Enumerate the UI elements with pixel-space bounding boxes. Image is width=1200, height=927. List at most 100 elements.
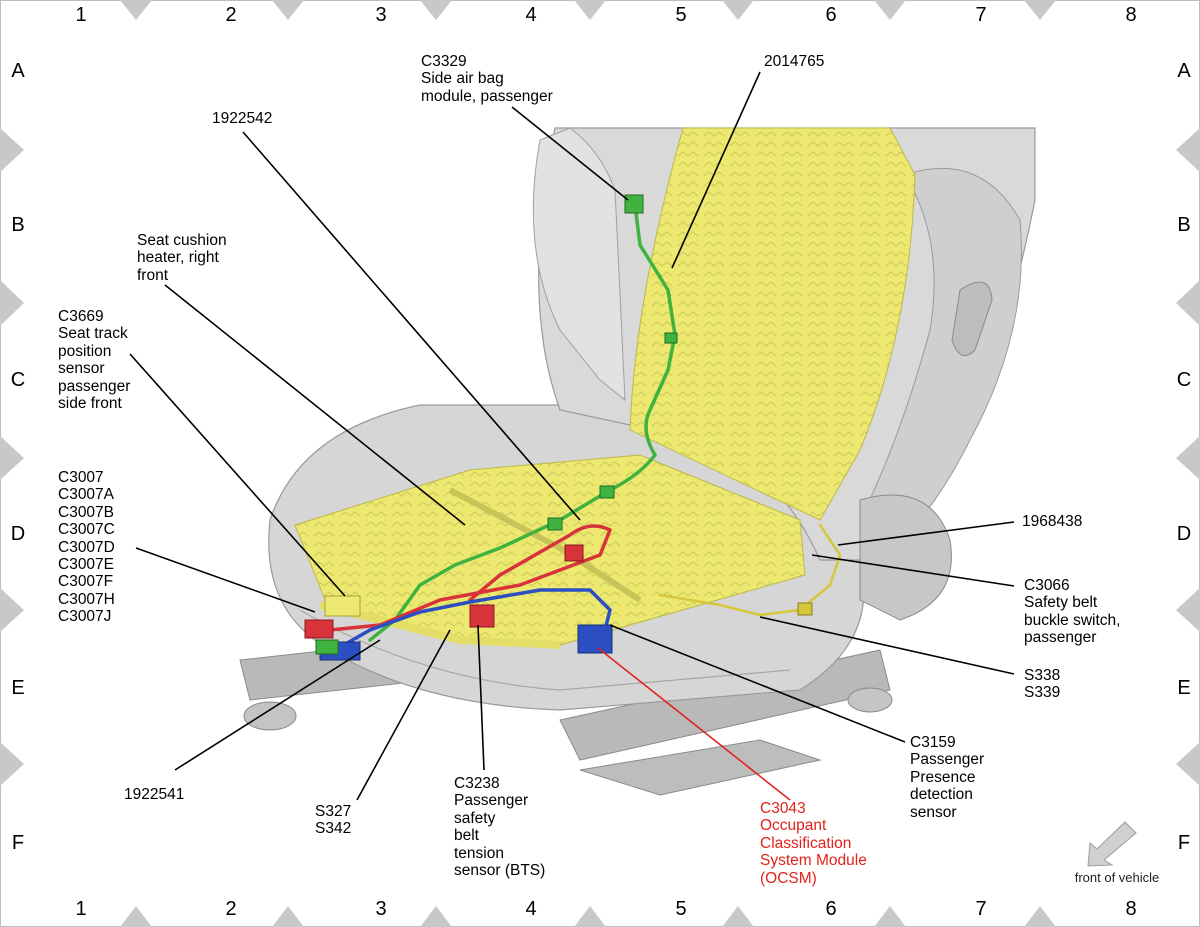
callout-line: Presence xyxy=(910,768,976,786)
connector-c3329 xyxy=(624,194,644,214)
callout-line: sensor (BTS) xyxy=(454,862,546,880)
callout-line: passenger xyxy=(1024,629,1097,647)
callout-s327: S327 S342 xyxy=(315,803,351,838)
callout-line: S327 xyxy=(315,803,352,820)
grid-col-6-top: 6 xyxy=(825,4,837,26)
leader-lines xyxy=(129,71,1015,801)
callout-line: passenger xyxy=(58,377,131,395)
callout-line: Occupant xyxy=(760,817,827,835)
callout-line: S339 xyxy=(1024,684,1061,702)
callout-line: C3007J xyxy=(58,608,112,626)
front-of-vehicle-arrow-icon xyxy=(1087,821,1137,867)
grid-col-3-bottom: 3 xyxy=(375,898,387,920)
callout-line: Seat cushion xyxy=(137,232,227,249)
grid-row-b-right: B xyxy=(1177,214,1191,236)
grid-col-1-bottom: 1 xyxy=(75,898,87,920)
grid-col-6-bottom: 6 xyxy=(825,898,837,920)
callout-line: C3007E xyxy=(58,556,115,574)
callout-line: Safety belt xyxy=(1024,594,1098,612)
callout-c3329: C3329 Side air bag module, passenger xyxy=(421,53,553,105)
leader-line-ocsm xyxy=(597,647,791,801)
grid-row-c-left: C xyxy=(10,369,26,391)
callout-line: buckle switch, xyxy=(1024,611,1121,629)
callout-line: S342 xyxy=(315,820,352,838)
grid-row-b-left: B xyxy=(11,214,25,236)
callout-line: heater, right xyxy=(137,249,219,267)
grid-row-d-right: D xyxy=(1176,523,1192,545)
connectors xyxy=(304,194,813,661)
grid-col-7-bottom: 7 xyxy=(975,898,987,920)
callout-line: sensor xyxy=(58,360,105,378)
wire-harness xyxy=(328,203,842,652)
callout-line: Classification xyxy=(760,834,852,852)
grid-row-a-left: A xyxy=(11,60,25,82)
callout-line: C3669 xyxy=(58,308,104,325)
grid-col-5-bottom: 5 xyxy=(675,898,687,920)
callout-c3238: C3238 Passenger safety belt tension sens… xyxy=(454,775,545,879)
callout-line: 1922542 xyxy=(212,110,273,127)
callout-line: Passenger xyxy=(910,751,985,769)
grid-row-e-left: E xyxy=(11,677,25,699)
callout-line: C3007D xyxy=(58,538,115,556)
heater-mats xyxy=(294,127,916,649)
callout-line: belt xyxy=(454,827,479,845)
connector-c3238 xyxy=(469,604,495,628)
callout-line: Passenger xyxy=(454,792,529,810)
callout-line: C3007A xyxy=(58,486,115,504)
grid-col-7-top: 7 xyxy=(975,4,987,26)
grid-col-3-top: 3 xyxy=(375,4,387,26)
grid-col-1-top: 1 xyxy=(75,4,87,26)
callout-line: safety xyxy=(454,809,496,827)
callout-seat-cushion-heater: Seat cushion heater, right front xyxy=(137,232,227,284)
callout-1922541: 1922541 xyxy=(124,786,184,803)
callout-line: C3066 xyxy=(1024,577,1070,594)
callout-line: C3159 xyxy=(910,734,956,751)
callout-c3007: C3007 C3007A C3007B C3007C C3007D C3007E… xyxy=(58,469,115,626)
grid-row-a-right: A xyxy=(1177,60,1191,82)
callout-c3669: C3669 Seat track position sensor passeng… xyxy=(58,308,130,412)
callout-c3043-ocsm: C3043 Occupant Classification System Mod… xyxy=(760,800,867,887)
callout-line: C3007F xyxy=(58,573,114,591)
connector-c3159 xyxy=(577,624,613,654)
callout-line: C3007C xyxy=(58,521,115,539)
grid-row-d-left: D xyxy=(10,523,26,545)
callout-line: C3238 xyxy=(454,775,500,792)
callout-line: S338 xyxy=(1024,667,1061,684)
callout-line: front xyxy=(137,266,169,284)
callout-line: (OCSM) xyxy=(760,869,817,887)
callout-line: 1968438 xyxy=(1022,513,1083,530)
callout-line: module, passenger xyxy=(421,87,553,105)
grid-col-4-top: 4 xyxy=(525,4,537,26)
callout-c3066: C3066 Safety belt buckle switch, passeng… xyxy=(1024,577,1120,647)
callout-1922542: 1922542 xyxy=(212,110,272,127)
callout-s338: S338 S339 xyxy=(1024,667,1060,702)
grid-row-f-right: F xyxy=(1177,832,1191,854)
grid-col-4-bottom: 4 xyxy=(525,898,537,920)
grid-col-8-top: 8 xyxy=(1125,4,1137,26)
callout-line: 2014765 xyxy=(764,53,825,70)
grid-row-c-right: C xyxy=(1176,369,1192,391)
callout-line: C3329 xyxy=(421,53,467,70)
callout-line: System Module xyxy=(760,852,867,870)
callout-line: tension xyxy=(454,844,504,862)
callout-line: position xyxy=(58,342,112,360)
callout-line: C3007 xyxy=(58,469,104,486)
callout-line: C3007B xyxy=(58,503,115,521)
grid-col-2-bottom: 2 xyxy=(225,898,237,920)
grid-row-f-left: F xyxy=(11,832,25,854)
callout-2014765: 2014765 xyxy=(764,53,824,70)
grid-col-2-top: 2 xyxy=(225,4,237,26)
callout-line: 1922541 xyxy=(124,786,185,803)
callout-line: Side air bag xyxy=(421,70,504,88)
callout-c3159: C3159 Passenger Presence detection senso… xyxy=(910,734,984,821)
callout-line: side front xyxy=(58,395,122,413)
callout-line: detection xyxy=(910,786,973,804)
front-of-vehicle-label: front of vehicle xyxy=(1074,870,1160,885)
callout-line: Seat track xyxy=(58,325,128,343)
callout-line: C3007H xyxy=(58,590,115,608)
callout-1968438: 1968438 xyxy=(1022,513,1082,530)
callout-line: C3043 xyxy=(760,800,806,817)
